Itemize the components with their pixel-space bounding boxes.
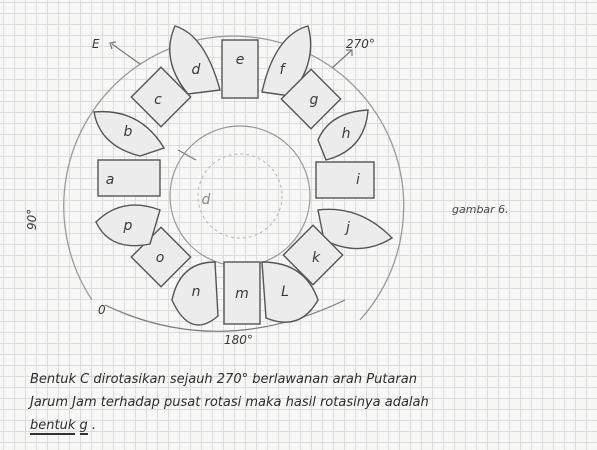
rotation-path-circle [198, 154, 282, 238]
label-m: m [235, 286, 249, 302]
label-g: g [310, 92, 319, 108]
note-end: . [92, 418, 96, 433]
arrow-label-e: E [92, 37, 100, 51]
arrow-top-right-line [332, 50, 352, 68]
label-n: n [192, 284, 201, 300]
label-p: p [123, 218, 133, 234]
note-line-3: bentuk g . [30, 414, 590, 437]
angle-90: 90° [25, 209, 39, 230]
label-a: a [106, 172, 115, 188]
note-line-2: Jarum Jam terhadap pusat rotasi maka has… [30, 391, 590, 414]
zero-label: 0 [98, 303, 106, 317]
shape-e [222, 40, 258, 98]
note-line-1: Bentuk C dirotasikan sejauh 270° berlawa… [30, 368, 590, 391]
inner-circle [170, 126, 310, 266]
label-c: c [154, 92, 162, 108]
label-b: b [124, 124, 133, 140]
handwritten-note: Bentuk C dirotasikan sejauh 270° berlawa… [30, 368, 590, 437]
label-L: L [281, 284, 289, 300]
label-d: d [192, 62, 201, 78]
label-o: o [156, 250, 165, 266]
label-h: h [342, 126, 351, 142]
note-answer-word: bentuk [30, 418, 75, 435]
arrow-top-left-line [112, 44, 140, 64]
label-center: d [202, 192, 211, 208]
label-i: i [356, 172, 360, 188]
label-e: e [236, 52, 245, 68]
angle-270: 270° [346, 37, 375, 51]
shape-i [316, 162, 374, 198]
label-k: k [312, 250, 321, 266]
figure-caption: gambar 6. [452, 203, 509, 216]
angle-180: 180° [224, 333, 253, 347]
note-answer: g [80, 418, 88, 435]
